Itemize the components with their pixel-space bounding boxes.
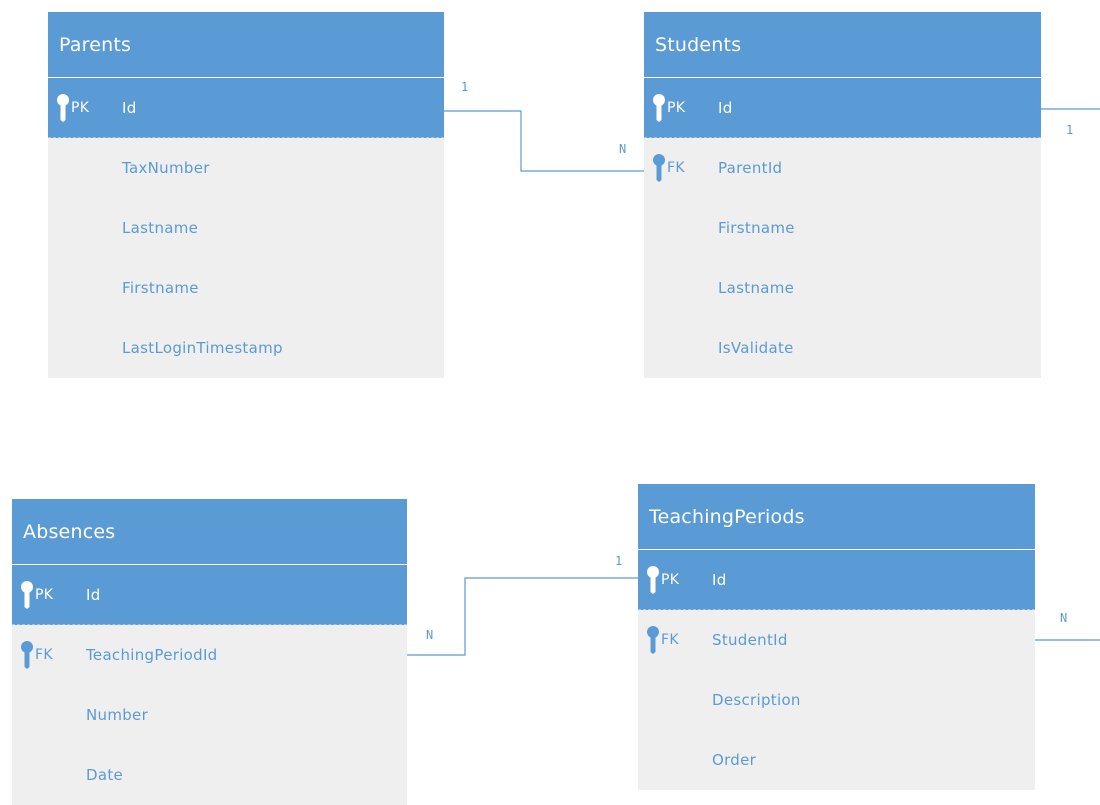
key-icon [647, 566, 659, 594]
field-name: Lastname [122, 219, 199, 237]
field-name: Id [122, 99, 137, 117]
field-name: Number [86, 706, 149, 724]
key-icon [21, 581, 33, 609]
table-teaching-periods[interactable]: TeachingPeriods PK Id FK StudentId Descr… [638, 484, 1035, 790]
teachingperiods-absences-cardinality-n: N [426, 628, 434, 642]
table-students[interactable]: Students PK Id FK ParentId Firstname Las… [644, 12, 1041, 378]
field-name: LastLoginTimestamp [122, 339, 283, 357]
field-row[interactable]: PK Id [48, 78, 444, 138]
absences-teachingperiods-connector [407, 577, 638, 656]
field-key: PK [661, 572, 680, 588]
field-row[interactable]: FK StudentId [638, 610, 1035, 670]
key-icon [653, 154, 665, 182]
field-name: IsValidate [718, 339, 794, 357]
parents-students-cardinality-1: 1 [461, 80, 469, 94]
students-teachingperiods-cardinality-1: 1 [1066, 123, 1074, 137]
field-key: FK [35, 647, 53, 663]
table-title: Students [644, 12, 1041, 78]
field-row[interactable]: PK Id [12, 565, 407, 625]
field-row[interactable]: Firstname [48, 258, 444, 318]
field-row[interactable]: FK ParentId [644, 138, 1041, 198]
field-name: ParentId [718, 159, 783, 177]
field-name: Lastname [718, 279, 795, 297]
field-key: FK [661, 632, 679, 648]
field-row[interactable]: Lastname [48, 198, 444, 258]
field-row[interactable]: Firstname [644, 198, 1041, 258]
field-name: Id [86, 586, 101, 604]
key-icon [21, 641, 33, 669]
field-name: Order [712, 751, 757, 769]
key-icon [647, 626, 659, 654]
field-row[interactable]: PK Id [638, 550, 1035, 610]
key-icon [653, 94, 665, 122]
table-title: Absences [12, 499, 407, 565]
field-row[interactable]: IsValidate [644, 318, 1041, 378]
field-key: FK [667, 160, 685, 176]
parents-students-connector [444, 110, 644, 172]
field-row[interactable]: Description [638, 670, 1035, 730]
table-absences[interactable]: Absences PK Id FK TeachingPeriodId Numbe… [12, 499, 407, 805]
field-row[interactable]: PK Id [644, 78, 1041, 138]
field-name: StudentId [712, 631, 788, 649]
table-parents[interactable]: Parents PK Id TaxNumber Lastname Firstna… [48, 12, 444, 378]
field-name: Date [86, 766, 124, 784]
field-row[interactable]: TaxNumber [48, 138, 444, 198]
field-name: TaxNumber [122, 159, 210, 177]
field-row[interactable]: LastLoginTimestamp [48, 318, 444, 378]
field-key: PK [35, 587, 54, 603]
field-row[interactable]: FK TeachingPeriodId [12, 625, 407, 685]
teachingperiods-absences-cardinality-1: 1 [615, 554, 623, 568]
field-name: Firstname [122, 279, 199, 297]
field-row[interactable]: Lastname [644, 258, 1041, 318]
parents-students-cardinality-n: N [619, 142, 627, 156]
field-row[interactable]: Number [12, 685, 407, 745]
field-name: TeachingPeriodId [86, 646, 218, 664]
field-name: Id [712, 571, 727, 589]
table-title: TeachingPeriods [638, 484, 1035, 550]
field-name: Firstname [718, 219, 795, 237]
table-title: Parents [48, 12, 444, 78]
field-key: PK [71, 100, 90, 116]
field-row[interactable]: Order [638, 730, 1035, 790]
key-icon [57, 94, 69, 122]
field-name: Description [712, 691, 801, 709]
field-row[interactable]: Date [12, 745, 407, 805]
students-teachingperiods-cardinality-n: N [1060, 611, 1068, 625]
field-name: Id [718, 99, 733, 117]
field-key: PK [667, 100, 686, 116]
